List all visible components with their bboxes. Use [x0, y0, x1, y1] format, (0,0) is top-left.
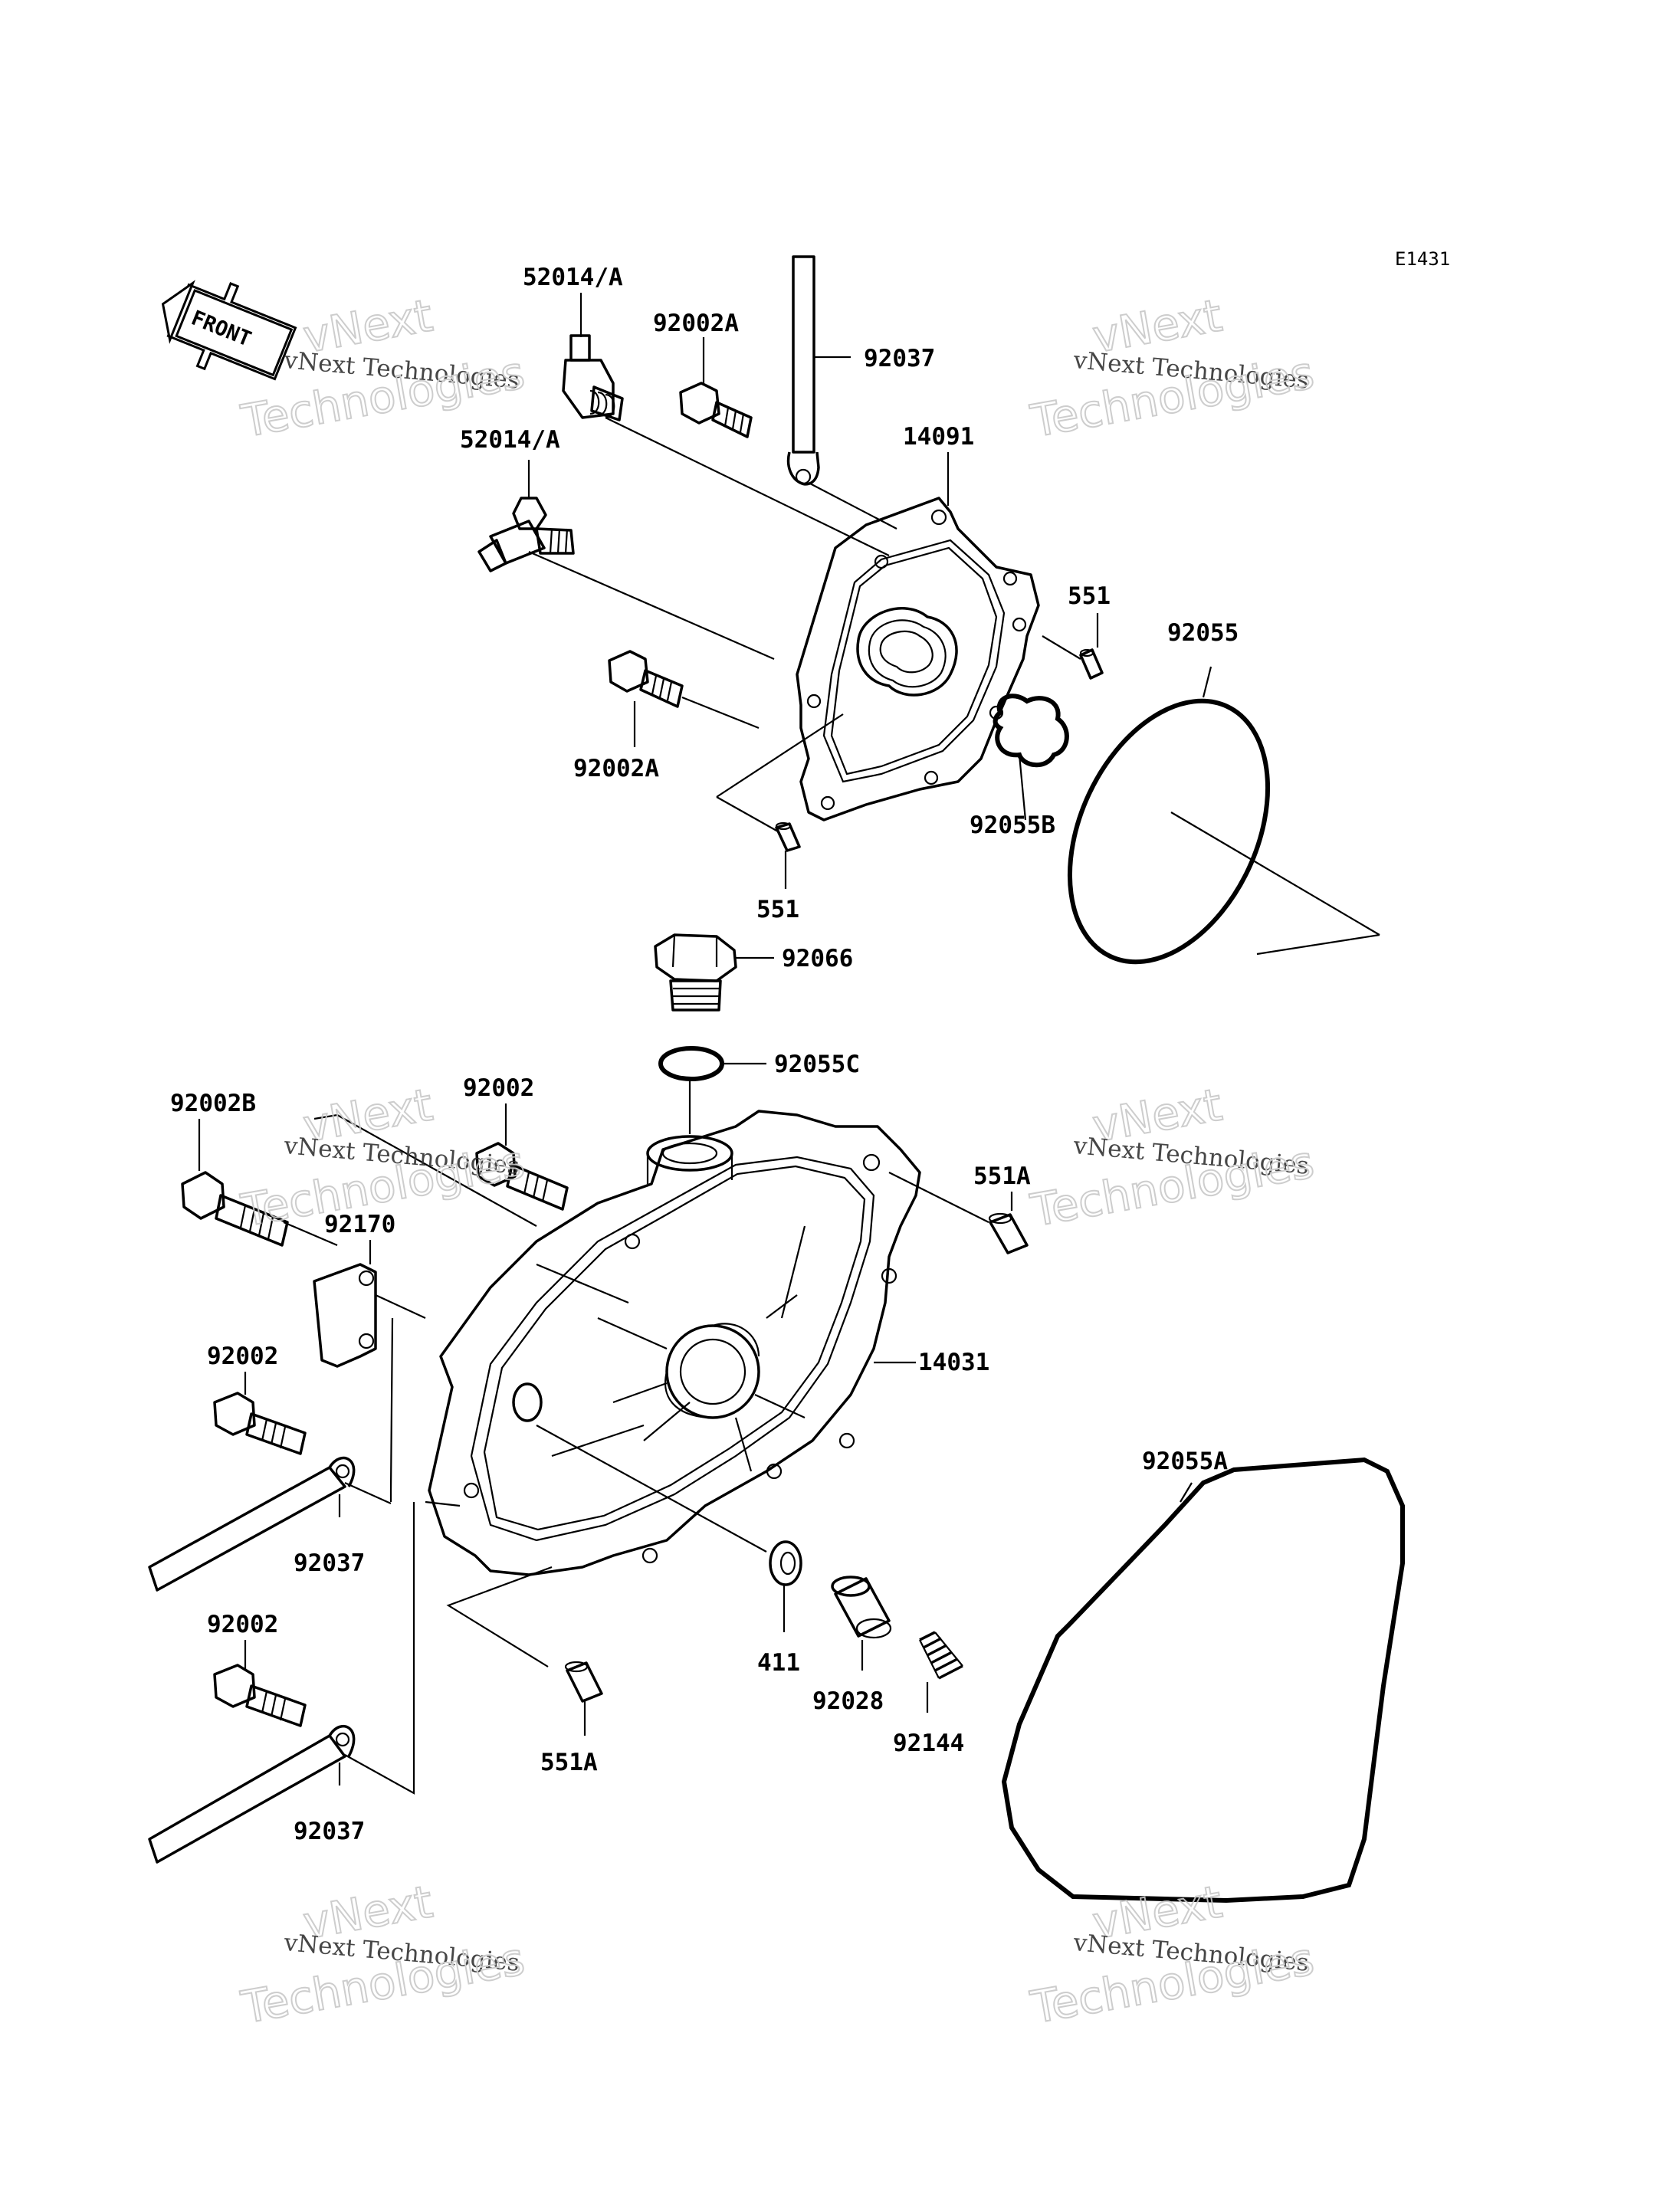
bolt-middle [608, 650, 684, 708]
washer-411 [769, 1540, 802, 1586]
watermark-top-right: vNext vNext Technologies Technologies [1026, 288, 1319, 448]
housing-14031 [428, 1110, 921, 1576]
bolt-92002-mid [213, 1392, 307, 1455]
o-ring-92055b [993, 694, 1069, 768]
callout-551-lower: 551 [756, 896, 799, 923]
callout-92055: 92055 [1167, 619, 1239, 647]
watermark-top-left: vNext vNext Technologies Technologies [237, 288, 530, 448]
strap-upper [786, 255, 820, 486]
diagram-code: E1431 [1395, 248, 1450, 270]
strap-middle [148, 1456, 356, 1592]
bolt-92002-top [475, 1142, 569, 1211]
elbow-fitting-lower [477, 497, 575, 572]
gasket-92055a [1001, 1457, 1405, 1904]
front-arrow-icon: FRONT [161, 280, 297, 381]
callout-92037-upper: 92037 [864, 345, 935, 372]
elbow-fitting-upper [562, 334, 624, 421]
callout-92037-lower: 92037 [294, 1818, 365, 1845]
callout-92055c: 92055C [774, 1051, 860, 1078]
callout-92002b: 92002B [170, 1090, 256, 1117]
callout-92002-mid: 92002 [207, 1343, 278, 1370]
callout-92002-top: 92002 [463, 1074, 534, 1102]
callout-92002a-middle: 92002A [573, 755, 659, 782]
o-ring-92055 [1067, 698, 1271, 965]
callout-92028: 92028 [812, 1687, 884, 1715]
callout-92055b: 92055B [970, 812, 1055, 839]
callout-92002-low: 92002 [207, 1611, 278, 1638]
callout-92170: 92170 [324, 1211, 395, 1238]
dowel-pin-551a-right [988, 1212, 1029, 1254]
callout-14031: 14031 [918, 1349, 989, 1376]
callout-551-upper: 551 [1068, 582, 1111, 610]
callout-14091: 14091 [903, 423, 974, 451]
spring-92144 [919, 1631, 963, 1680]
o-ring-92055c [658, 1046, 724, 1081]
callout-labels: 52014/A 92002A 92037 52014/A 14091 551 9… [170, 264, 1239, 1845]
bolt-92002b [181, 1171, 289, 1247]
dowel-pin-551a-lower [564, 1661, 603, 1703]
watermark-mid-right: vNext vNext Technologies Technologies [1026, 1077, 1319, 1238]
clamp-92170 [313, 1263, 377, 1368]
callout-52014a-upper: 52014/A [523, 264, 623, 291]
callout-551a-lower: 551A [540, 1749, 598, 1776]
strap-lower [148, 1724, 356, 1864]
cover-plate-14091 [796, 497, 1040, 821]
dowel-pin-551-lower [775, 821, 801, 852]
callout-551a-right: 551A [973, 1162, 1031, 1190]
dowel-pin-551-upper [1079, 648, 1104, 680]
callout-92002a-upper: 92002A [653, 310, 739, 337]
callout-92144: 92144 [893, 1730, 964, 1757]
bolt-upper [679, 382, 753, 438]
callout-52014a-lower: 52014/A [460, 426, 560, 454]
leader-lines [198, 293, 1380, 1795]
callout-411: 411 [757, 1649, 800, 1677]
callout-92066: 92066 [782, 945, 853, 972]
bolt-92002-low [213, 1664, 307, 1727]
watermark-bottom-left: vNext vNext Technologies Technologies [237, 1874, 530, 2035]
callout-92037-middle: 92037 [294, 1549, 365, 1577]
callout-92055a: 92055A [1142, 1448, 1228, 1475]
plug-92066 [654, 933, 737, 1012]
bushing-92028 [831, 1576, 892, 1639]
